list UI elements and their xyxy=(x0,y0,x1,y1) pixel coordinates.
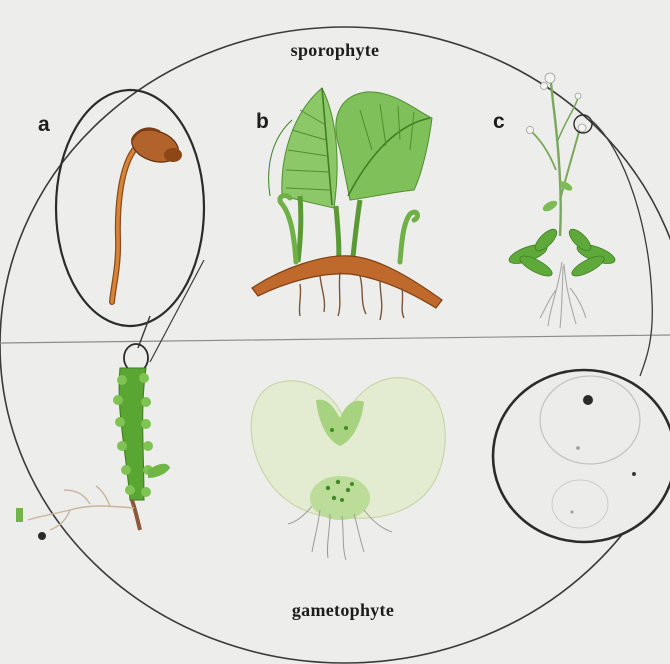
panel-label-b: b xyxy=(256,110,269,134)
panel-label-a: a xyxy=(38,113,50,137)
panel-label-c: c xyxy=(493,110,505,134)
seed-plant-gametophyte-illustration xyxy=(493,370,670,542)
gametophyte-label: gametophyte xyxy=(292,600,394,621)
sporophyte-label: sporophyte xyxy=(291,40,380,61)
pollen-circle xyxy=(493,370,670,542)
